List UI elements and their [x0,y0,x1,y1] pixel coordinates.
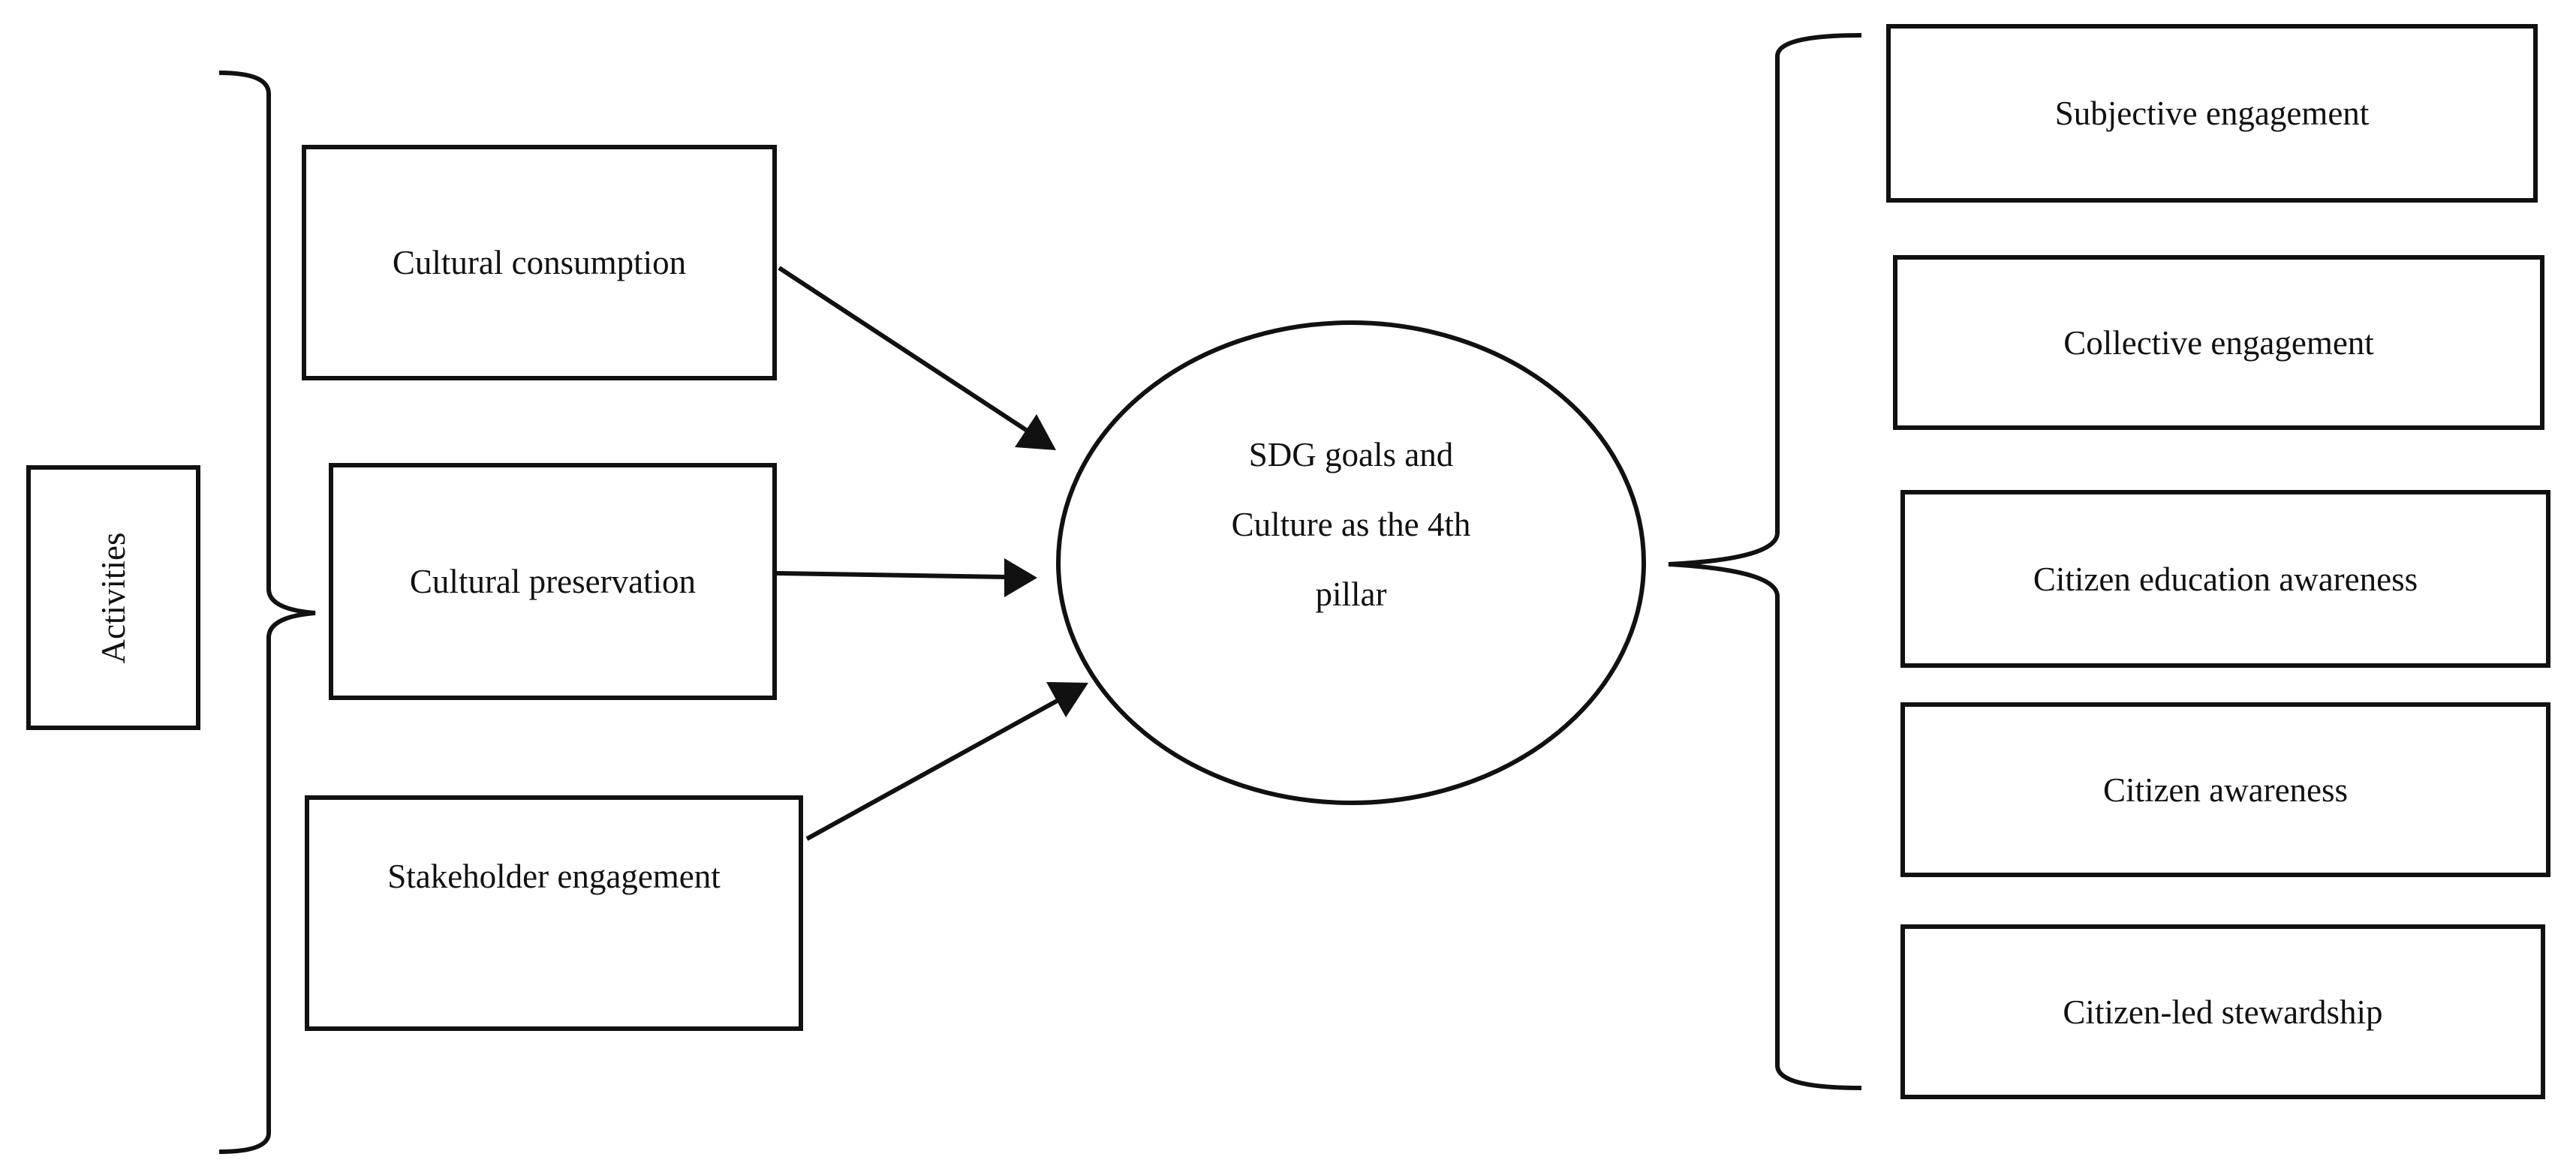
outcome-label: Collective engagement [2063,323,2374,362]
activity-box-stakeholder-engagement: Stakeholder engagement [305,795,803,1031]
arrow-preservation [776,571,1007,579]
outcome-box-citizen-led-stewardship: Citizen-led stewardship [1900,924,2545,1099]
arrow-consumption [778,266,1030,434]
outcome-box-citizen-awareness: Citizen awareness [1900,702,2550,877]
activities-label: Activities [95,532,132,663]
activity-box-cultural-preservation: Cultural preservation [329,463,777,700]
activity-box-cultural-consumption: Cultural consumption [302,145,777,380]
center-text: SDG goals and Culture as the 4th pillar [1081,420,1621,630]
outcome-box-collective-engagement: Collective engagement [1893,255,2544,430]
arrow-preservation-head [1004,558,1037,597]
outcome-label: Citizen-led stewardship [2063,993,2383,1031]
outcome-box-citizen-education-awareness: Citizen education awareness [1900,490,2550,668]
center-ellipse [1056,320,1646,805]
outcome-label: Citizen education awareness [2033,560,2418,598]
activity-label: Cultural preservation [409,563,697,600]
arrow-stakeholder [805,697,1061,841]
outcome-box-subjective-engagement: Subjective engagement [1886,24,2538,203]
activity-label: Stakeholder engagement [387,858,721,895]
center-text-line: pillar [1315,575,1387,613]
arrow-consumption-head [1015,414,1056,450]
center-text-line: SDG goals and [1248,436,1454,473]
activity-label: Cultural consumption [392,244,687,281]
arrow-stakeholder-head [1046,682,1088,717]
outcome-label: Citizen awareness [2102,771,2349,809]
outcome-label: Subjective engagement [2054,95,2370,132]
right-brace [1668,33,1862,1090]
left-brace [218,71,316,1154]
activities-box: Activities [26,465,200,730]
center-text-line: Culture as the 4th [1231,506,1471,543]
